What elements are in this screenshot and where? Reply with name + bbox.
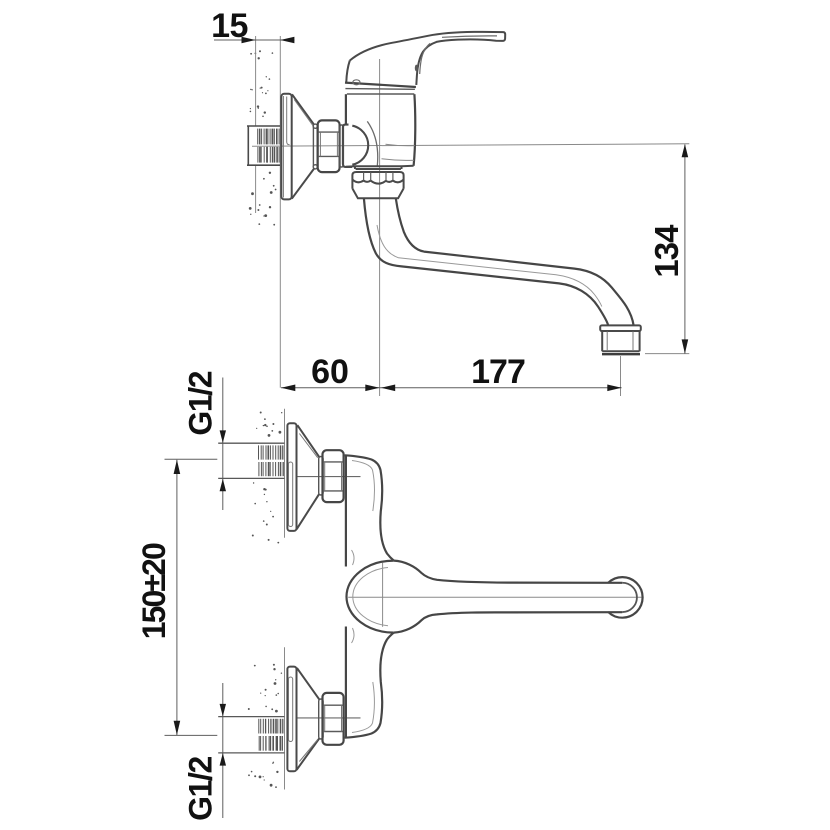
svg-text:G1/2: G1/2 [183,757,219,821]
svg-text:134: 134 [648,224,685,278]
svg-text:15: 15 [211,7,248,45]
svg-text:150±20: 150±20 [136,543,172,639]
svg-text:G1/2: G1/2 [183,371,219,435]
svg-text:60: 60 [311,353,349,391]
svg-text:177: 177 [471,353,525,391]
